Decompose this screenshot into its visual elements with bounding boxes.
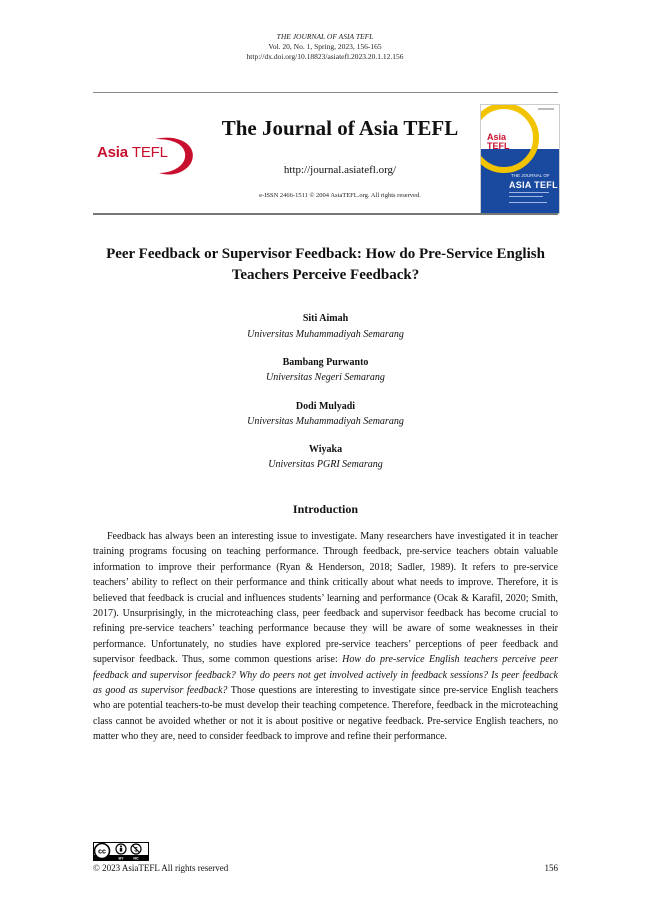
logo-wordmark: Asia TEFL [97,144,168,161]
svg-text:$: $ [134,847,138,853]
masthead-top-rule [93,92,558,93]
author-affiliation: Universitas Muhammadiyah Semarang [247,329,404,340]
cover-yellow-ring [481,105,539,173]
article-title: Peer Feedback or Supervisor Feedback: Ho… [93,244,558,286]
author-affiliation: Universitas Muhammadiyah Semarang [247,416,404,427]
running-doi[interactable]: http://dx.doi.org/10.18823/asiatefl.2023… [246,52,404,61]
paragraph-text: Feedback has always been an interesting … [93,531,558,666]
page-number: 156 [544,863,559,873]
nc-icon: $ [130,843,142,855]
research-questions-text: How do pre-service English teachers perc… [93,654,558,697]
author-affiliation: Universitas Negeri Semarang [266,372,385,383]
cover-line [509,196,543,197]
cc-by-label: BY [119,856,125,860]
cover-tiny-text [538,108,554,110]
cover-line [509,202,547,203]
cc-nc-label: NC [133,856,139,860]
author-affiliation: Universitas PGRI Semarang [268,459,383,470]
article-title-line: Teachers Perceive Feedback? [231,267,420,283]
by-icon [115,843,127,855]
masthead-journal-title: The Journal of Asia TEFL [221,116,459,140]
cc-icon: cc [93,842,111,860]
cover-heading-big: ASIA TEFL [509,180,558,190]
running-journal-name: THE JOURNAL OF ASIA TEFL [276,32,374,41]
masthead-issn: e-ISSN 2466-1511 © 2004 AsiaTEFL.org. Al… [259,192,421,199]
asiatefl-logo: Asia TEFL [97,133,199,177]
masthead-url-link[interactable]: http://journal.asiatefl.org/ [283,164,397,176]
author-name: Dodi Mulyadi [295,401,356,412]
author-name: Wiyaka [308,444,343,455]
article-title-line: Peer Feedback or Supervisor Feedback: Ho… [106,246,545,262]
cover-heading-small: THE JOURNAL OF [511,173,550,178]
paragraph-text: Those questions are interesting to inves… [93,685,558,743]
cc-by-nc-license-badge[interactable]: cc $ BY NC [93,842,149,861]
section-heading-introduction: Introduction [292,502,359,516]
logo-swoosh-icon [155,137,193,175]
author-name: Siti Aimah [302,313,349,324]
cover-line [509,192,549,193]
running-header: THE JOURNAL OF ASIA TEFL Vol. 20, No. 1,… [0,32,650,62]
svg-text:cc: cc [98,849,106,856]
footer-copyright: © 2023 AsiaTEFL All rights reserved [93,863,229,873]
masthead-bottom-rule [93,213,558,215]
running-volume: Vol. 20, No. 1, Spring, 2023, 156-165 [268,42,382,51]
author-name: Bambang Purwanto [282,357,369,368]
introduction-paragraph: Feedback has always been an interesting … [93,529,558,745]
